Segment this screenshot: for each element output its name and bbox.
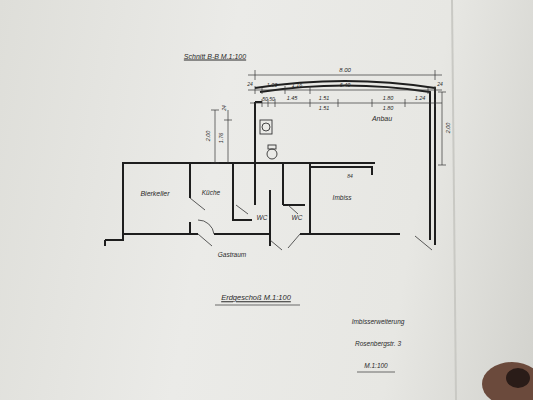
door-swings [190, 198, 432, 250]
room: Küche [202, 190, 220, 197]
dimension: 1.80 [383, 96, 394, 102]
dimension: 1.00 [267, 83, 278, 89]
project-note: Imbisserweiterung [352, 319, 405, 326]
dimension: 50 [269, 97, 275, 102]
fingernail [506, 368, 530, 388]
paper-fold [452, 0, 456, 400]
dimension-lines [211, 70, 446, 372]
dimension: 24 [247, 82, 253, 87]
toilet-symbols [260, 120, 277, 159]
room-name: Bierkeller [140, 190, 169, 197]
room: WC [257, 215, 268, 222]
dimension: 1.24 [415, 96, 426, 102]
dimension: 50 [262, 97, 268, 102]
room-name: WC [257, 215, 268, 222]
dimension: 8.00 [339, 67, 351, 73]
dimension: 24 [222, 105, 227, 111]
project-note: M.1:100 [364, 363, 388, 370]
room-name: Imbiss [333, 195, 352, 202]
dimension: 1.45 [287, 96, 298, 102]
dimension: 2.00 [446, 123, 452, 134]
room: WC [292, 215, 303, 222]
room-name: Anbau [372, 115, 392, 122]
room-name: WC [292, 215, 303, 222]
dimension: 1.16 [292, 83, 303, 89]
finger [482, 362, 533, 400]
project-note: Rosenbergstr. 3 [355, 341, 401, 348]
room: Imbiss [333, 195, 352, 202]
dimension: 84 [347, 174, 353, 179]
dimension: 1.51 [319, 106, 330, 112]
room-name: Küche [202, 190, 220, 197]
dimension: 1.76 [219, 133, 225, 144]
room: Anbau [372, 115, 392, 122]
drawing-title: Schnitt B-B M.1:100 [184, 53, 246, 60]
walls [105, 81, 435, 246]
dimension: 1.51 [319, 96, 330, 102]
dimension: 24 [437, 82, 443, 87]
room: Bierkeller [140, 190, 169, 197]
room-name: Gastraum [218, 252, 247, 259]
dimension: 2.00 [206, 131, 212, 142]
dimension: 6.40 [340, 83, 351, 89]
dimension: 1.80 [383, 106, 394, 112]
plan-title: Erdgeschoß M.1:100 [221, 294, 291, 302]
